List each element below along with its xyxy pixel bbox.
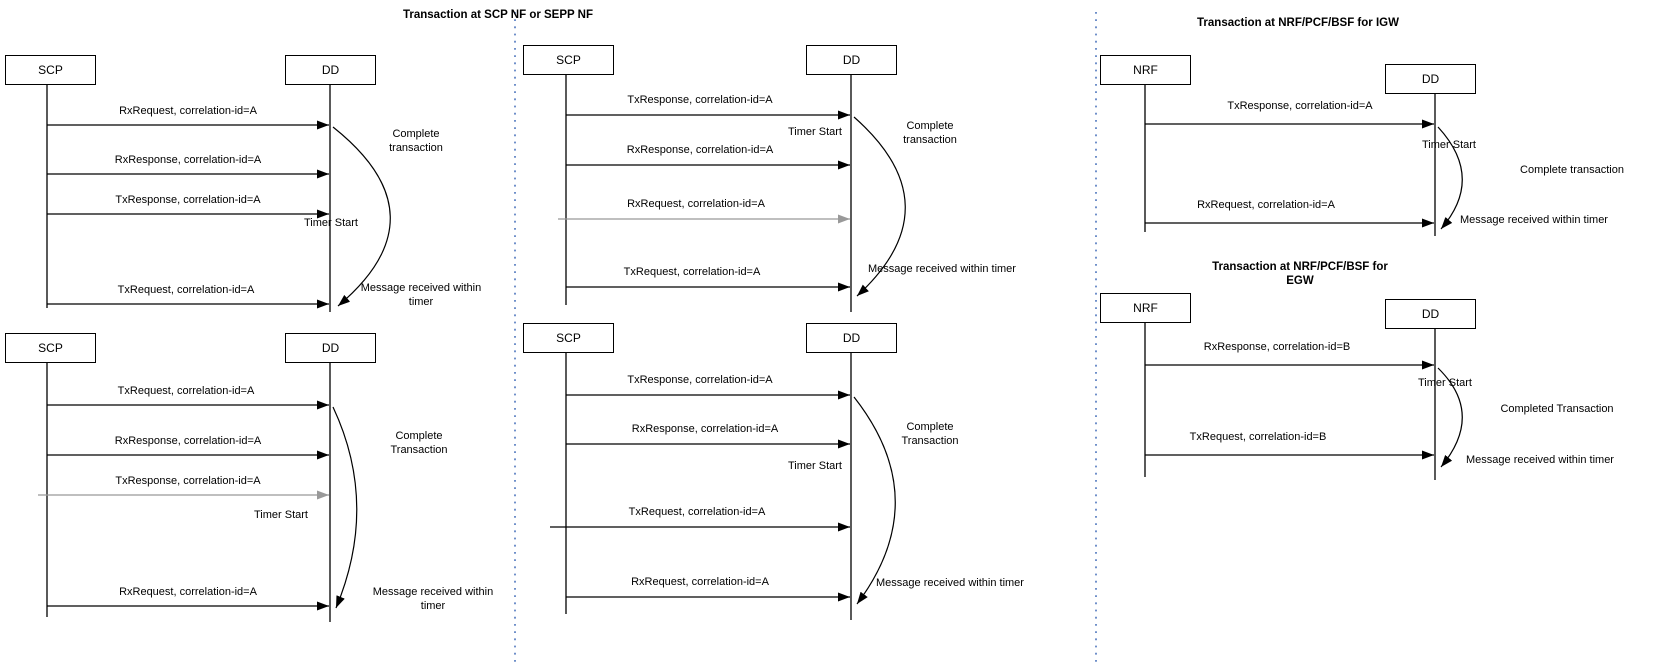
actor-box-scp: SCP bbox=[5, 55, 96, 85]
message-label: TxResponse, correlation-id=A bbox=[627, 374, 773, 386]
timer-start-label: Timer Start bbox=[1418, 377, 1472, 389]
section-title-scp-sepp: Transaction at SCP NF or SEPP NF bbox=[402, 9, 594, 21]
diagram-r1-lines bbox=[1144, 85, 1463, 236]
section-title-nrf-igw: Transaction at NRF/PCF/BSF for IGW bbox=[1197, 17, 1399, 29]
transaction-brace-curve bbox=[853, 396, 896, 605]
transaction-brace-curve bbox=[1437, 126, 1463, 230]
annotation-complete-transaction: Completed Transaction bbox=[1500, 403, 1614, 415]
annotation-message-received: Message received within timer bbox=[360, 282, 482, 308]
message-label: RxRequest, correlation-id=A bbox=[119, 586, 257, 598]
actor-box-dd: DD bbox=[1385, 299, 1476, 329]
message-label: TxRequest, correlation-id=A bbox=[623, 266, 761, 278]
message-label: RxResponse, correlation-id=A bbox=[114, 435, 262, 447]
message-label: RxResponse, correlation-id=A bbox=[114, 154, 262, 166]
message-label: RxResponse, correlation-id=A bbox=[631, 423, 779, 435]
timer-start-label: Timer Start bbox=[304, 217, 358, 229]
section-title-nrf-egw-line2: EGW bbox=[1286, 275, 1314, 287]
transaction-brace-curve bbox=[332, 126, 391, 307]
message-label: TxResponse, correlation-id=A bbox=[115, 194, 261, 206]
actor-box-scp: SCP bbox=[5, 333, 96, 363]
actor-box-dd: DD bbox=[285, 333, 376, 363]
annotation-message-received: Message received within timer bbox=[876, 577, 1024, 589]
message-label: TxRequest, correlation-id=A bbox=[117, 284, 255, 296]
message-label: TxRequest, correlation-id=A bbox=[628, 506, 766, 518]
annotation-message-received: Message received within timer bbox=[868, 263, 1016, 275]
message-label: RxRequest, correlation-id=A bbox=[627, 198, 765, 210]
actor-box-dd: DD bbox=[806, 45, 897, 75]
actor-box-scp: SCP bbox=[523, 323, 614, 353]
annotation-message-received: Message received within timer bbox=[1466, 454, 1614, 466]
actor-box-dd: DD bbox=[285, 55, 376, 85]
message-label: TxResponse, correlation-id=A bbox=[115, 475, 261, 487]
actor-box-nrf: NRF bbox=[1100, 293, 1191, 323]
message-label: TxRequest, correlation-id=A bbox=[117, 385, 255, 397]
message-label: RxRequest, correlation-id=A bbox=[1197, 199, 1335, 211]
message-label: TxResponse, correlation-id=A bbox=[1227, 100, 1373, 112]
timer-start-label: Timer Start bbox=[1422, 139, 1476, 151]
actor-box-scp: SCP bbox=[523, 45, 614, 75]
transaction-brace-curve bbox=[1437, 367, 1463, 468]
transaction-brace-curve bbox=[332, 406, 358, 609]
timer-start-label: Timer Start bbox=[788, 460, 842, 472]
annotation-complete-transaction: Complete transaction bbox=[903, 120, 957, 146]
timer-start-label: Timer Start bbox=[788, 126, 842, 138]
diagram-l2-lines bbox=[38, 363, 358, 622]
actor-box-nrf: NRF bbox=[1100, 55, 1191, 85]
diagram-m1-lines bbox=[558, 75, 906, 312]
message-label: RxRequest, correlation-id=A bbox=[119, 105, 257, 117]
message-label: RxResponse, correlation-id=B bbox=[1203, 341, 1351, 353]
message-label: TxRequest, correlation-id=B bbox=[1189, 431, 1327, 443]
actor-box-dd: DD bbox=[1385, 64, 1476, 94]
annotation-complete-transaction: Complete Transaction bbox=[390, 430, 448, 456]
message-label: TxResponse, correlation-id=A bbox=[627, 94, 773, 106]
message-label: RxResponse, correlation-id=A bbox=[626, 144, 774, 156]
annotation-message-received: Message received within timer bbox=[372, 586, 494, 612]
diagram-r2-lines bbox=[1144, 323, 1463, 480]
diagram-l1-lines bbox=[46, 85, 391, 312]
section-title-nrf-egw-line1: Transaction at NRF/PCF/BSF for bbox=[1212, 261, 1388, 273]
message-label: RxRequest, correlation-id=A bbox=[631, 576, 769, 588]
transaction-brace-curve bbox=[853, 116, 906, 297]
actor-box-dd: DD bbox=[806, 323, 897, 353]
annotation-message-received: Message received within timer bbox=[1460, 214, 1608, 226]
annotation-complete-transaction: Complete transaction bbox=[389, 128, 443, 154]
annotation-complete-transaction: Complete transaction bbox=[1520, 164, 1624, 176]
diagram-m2-lines bbox=[550, 353, 896, 620]
annotation-complete-transaction: Complete Transaction bbox=[901, 421, 959, 447]
timer-start-label: Timer Start bbox=[254, 509, 308, 521]
